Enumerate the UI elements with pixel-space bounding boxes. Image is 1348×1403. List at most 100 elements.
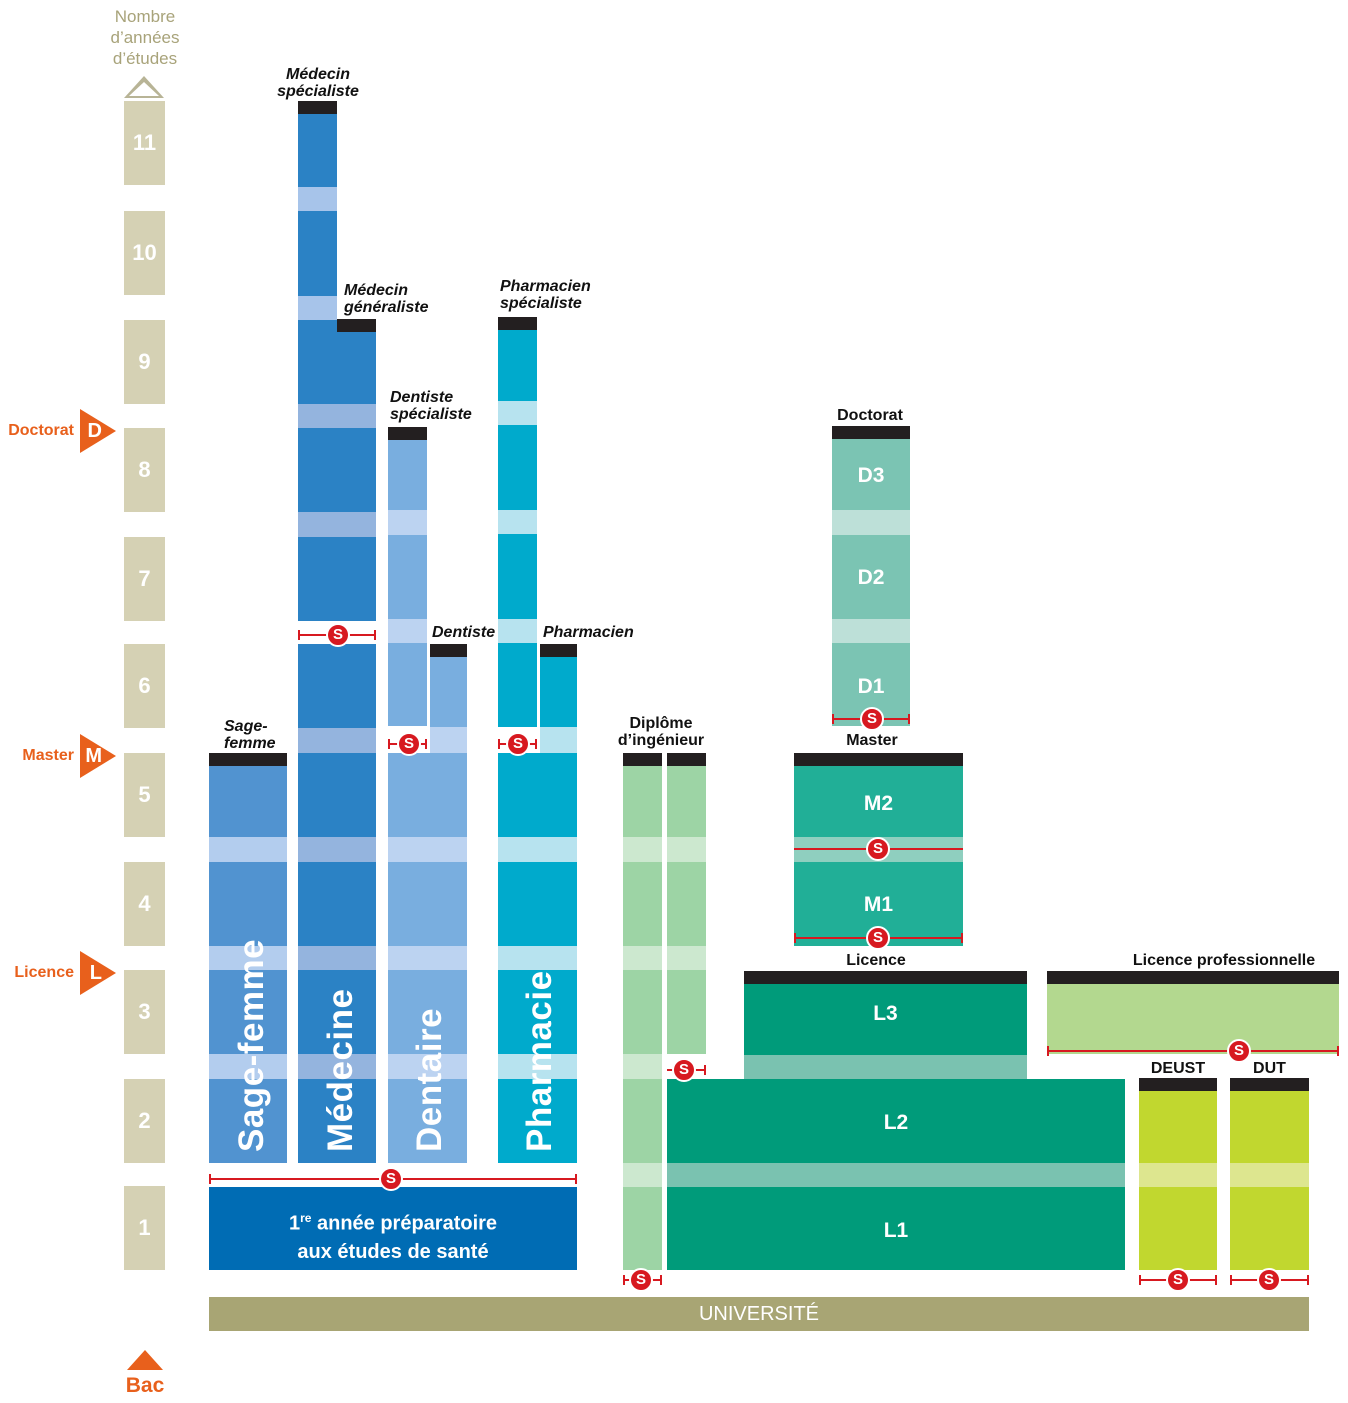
year-separator bbox=[540, 727, 577, 753]
paces-line-2: aux études de santé bbox=[297, 1240, 489, 1263]
selection-tick bbox=[794, 933, 796, 943]
level-master: Master M bbox=[0, 734, 116, 778]
level-licence: Licence L bbox=[0, 951, 116, 995]
selection-tick bbox=[908, 714, 910, 724]
year-separator bbox=[832, 619, 910, 643]
year-separator bbox=[744, 1055, 1027, 1079]
ingenieur-cap-a bbox=[623, 753, 662, 766]
pharmacie-title: Pharmacie bbox=[520, 970, 559, 1152]
paces-label: 1re année préparatoire aux études de san… bbox=[209, 1204, 577, 1266]
year-separator bbox=[430, 727, 467, 753]
doctorat-block bbox=[832, 439, 910, 726]
label-line: généraliste bbox=[344, 299, 429, 316]
sage-femme-title: Sage-femme bbox=[232, 938, 271, 1152]
selection-tick bbox=[832, 714, 834, 724]
selection-tick bbox=[388, 739, 390, 749]
label-line: spécialiste bbox=[390, 406, 472, 423]
sage-femme-cap bbox=[209, 753, 287, 766]
year-separator bbox=[623, 1163, 662, 1187]
doctorat-label: Doctorat bbox=[837, 407, 903, 424]
deust-cap bbox=[1139, 1078, 1217, 1091]
selection-tick bbox=[961, 933, 963, 943]
m2-label: M2 bbox=[863, 792, 894, 815]
year-separator bbox=[667, 946, 706, 970]
selection-tick bbox=[623, 1275, 625, 1285]
selection-s-icon: S bbox=[629, 1268, 653, 1292]
year-1: 1 bbox=[124, 1186, 165, 1270]
selection-tick bbox=[660, 1275, 662, 1285]
paces-block bbox=[209, 1187, 577, 1270]
m1-label: M1 bbox=[863, 893, 894, 916]
pharmacien-label: Pharmacien bbox=[543, 624, 634, 641]
licence-pro-label: Licence professionnelle bbox=[1132, 952, 1316, 969]
year-separator bbox=[298, 728, 376, 753]
dut-cap bbox=[1230, 1078, 1309, 1091]
selection-s-icon: S bbox=[506, 732, 530, 756]
medecin-generaliste-label: Médecin généraliste bbox=[344, 282, 428, 316]
year-separator bbox=[498, 1054, 577, 1079]
dentiste-cap bbox=[430, 644, 467, 657]
selection-s-icon: S bbox=[866, 926, 890, 950]
year-separator bbox=[209, 837, 287, 862]
label-line: Médecin bbox=[344, 282, 409, 299]
dentiste-specialiste-label: Dentiste spécialiste bbox=[390, 389, 472, 423]
year-separator bbox=[623, 837, 662, 862]
selection-tick bbox=[425, 739, 427, 749]
year-separator bbox=[498, 510, 537, 534]
year-separator bbox=[388, 619, 427, 643]
selection-s-icon: S bbox=[866, 837, 890, 861]
selection-tick bbox=[704, 1065, 706, 1075]
level-doctorat-label: Doctorat bbox=[8, 422, 74, 439]
year-separator bbox=[388, 510, 427, 535]
selection-tick bbox=[1047, 1046, 1049, 1056]
d2-label: D2 bbox=[857, 566, 885, 589]
bac-arrow-icon bbox=[127, 1350, 163, 1370]
year-separator bbox=[298, 946, 376, 970]
medecine-generaliste-column bbox=[337, 332, 376, 621]
universite-bar: UNIVERSITÉ bbox=[209, 1297, 1309, 1331]
selection-tick bbox=[1307, 1275, 1309, 1285]
year-separator bbox=[298, 187, 337, 211]
label-line: spécialiste bbox=[500, 295, 582, 312]
label-line: Sage- bbox=[224, 718, 268, 735]
pharmacien-cap bbox=[540, 644, 577, 657]
year-9: 9 bbox=[124, 320, 165, 404]
year-6: 6 bbox=[124, 644, 165, 728]
d1-label: D1 bbox=[857, 675, 885, 698]
level-doctorat-triangle-icon bbox=[80, 409, 116, 453]
licence-label: Licence bbox=[846, 952, 906, 969]
medecin-specialiste-label: Médecin spécialiste bbox=[270, 66, 366, 100]
year-separator bbox=[667, 1163, 1125, 1187]
level-licence-letter: L bbox=[89, 962, 102, 984]
licence-pro-cap bbox=[1047, 971, 1339, 984]
selection-tick bbox=[374, 630, 376, 640]
selection-s-icon: S bbox=[1257, 1268, 1281, 1292]
level-doctorat-letter: D bbox=[87, 420, 102, 442]
dentaire-title: Dentaire bbox=[410, 1007, 449, 1152]
level-master-label: Master bbox=[22, 747, 74, 764]
ruler-title-line: d’études bbox=[112, 49, 178, 68]
year-11: 11 bbox=[124, 101, 165, 185]
licence-pro-block bbox=[1047, 984, 1339, 1054]
label-line: spécialiste bbox=[277, 83, 359, 100]
year-separator bbox=[1139, 1163, 1217, 1187]
selection-line bbox=[1047, 1050, 1339, 1052]
label-line: Dentiste bbox=[390, 389, 454, 406]
selection-tick bbox=[1337, 1046, 1339, 1056]
year-separator bbox=[498, 837, 577, 862]
bac-label: Bac bbox=[125, 1374, 165, 1397]
ruler-title: Nombre d’années d’études bbox=[100, 6, 190, 69]
level-doctorat: Doctorat D bbox=[0, 409, 116, 453]
selection-tick bbox=[1139, 1275, 1141, 1285]
year-separator bbox=[623, 946, 662, 970]
selection-s-icon: S bbox=[1166, 1268, 1190, 1292]
ruler-title-line: Nombre bbox=[114, 7, 176, 26]
master-label: Master bbox=[846, 732, 898, 749]
selection-s-icon: S bbox=[1227, 1039, 1251, 1063]
selection-s-icon: S bbox=[397, 732, 421, 756]
paces-rest: année préparatoire bbox=[311, 1212, 498, 1235]
paces-num: 1 bbox=[288, 1212, 301, 1235]
pharmacien-column bbox=[540, 657, 577, 727]
year-separator bbox=[388, 1054, 467, 1079]
year-5: 5 bbox=[124, 753, 165, 837]
